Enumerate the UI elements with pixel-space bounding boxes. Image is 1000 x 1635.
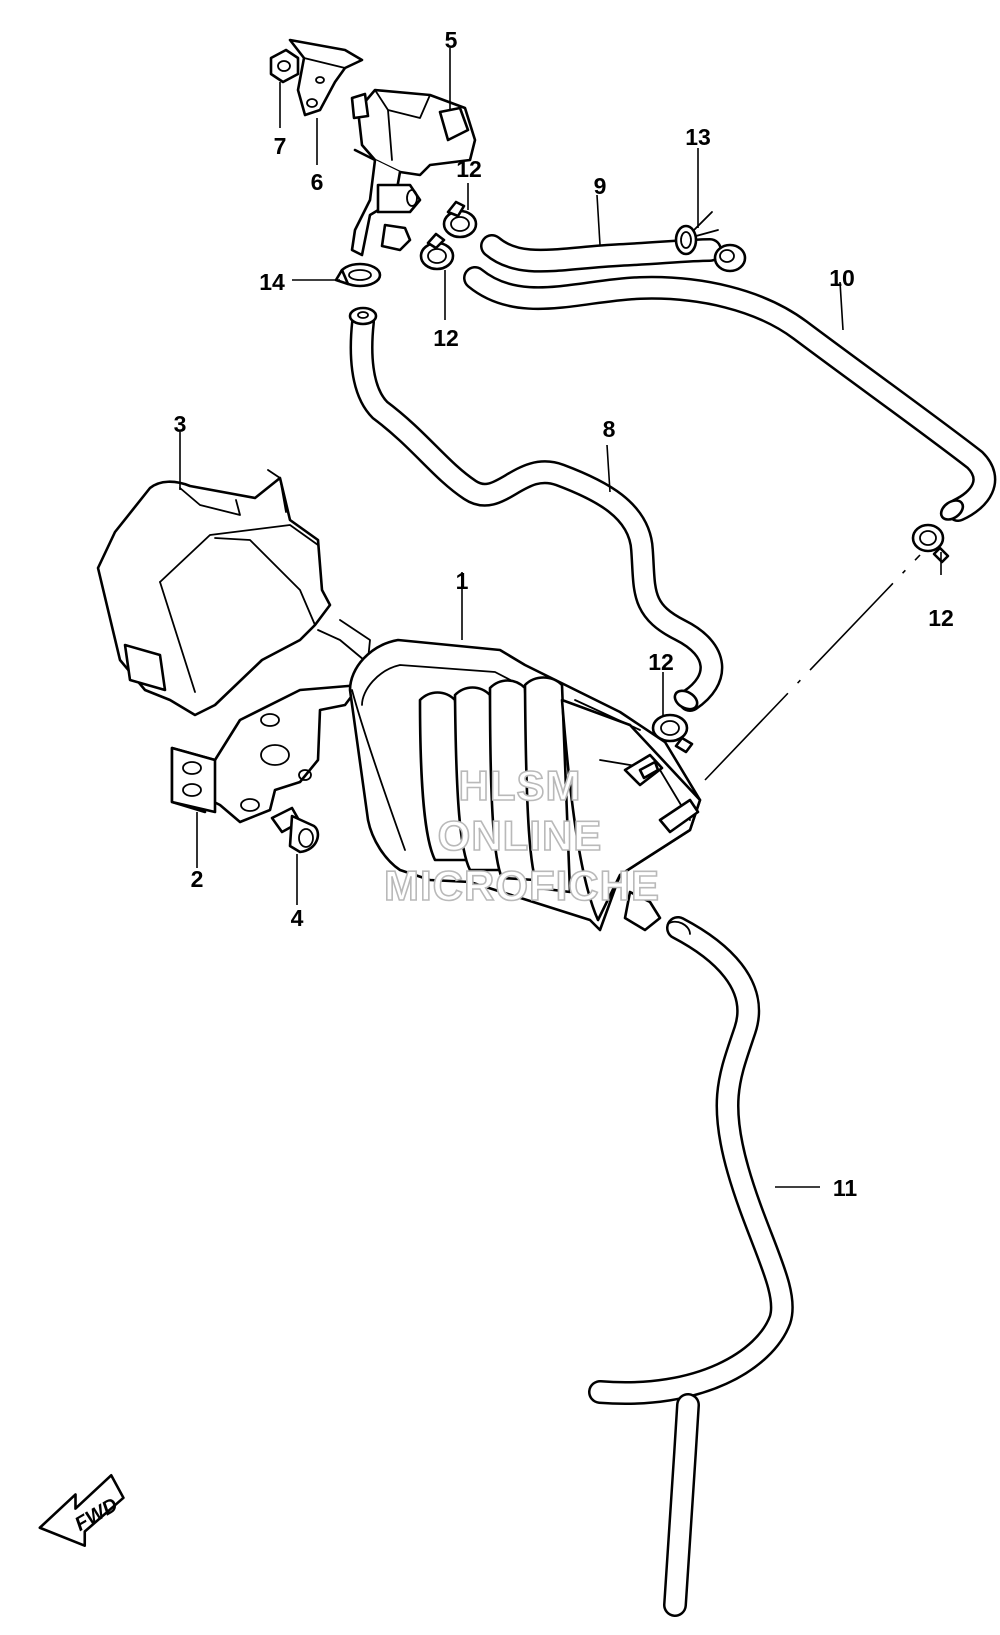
callout-12-right: 12 (928, 605, 954, 631)
canister-cover-3 (96, 469, 332, 717)
callout-12-upper: 12 (456, 156, 482, 182)
fwd-arrow-icon: FWD (38, 1474, 125, 1547)
hose-8 (348, 306, 724, 712)
watermark-line3: MICROFICHE (384, 862, 660, 909)
purge-valve-5 (350, 88, 477, 257)
callout-13: 13 (685, 124, 711, 150)
callout-9: 9 (594, 173, 607, 199)
callout-1: 1 (456, 568, 469, 594)
hose-10 (463, 266, 997, 522)
callout-14: 14 (259, 269, 285, 295)
hose-clamp-13 (674, 211, 719, 256)
callout-7: 7 (274, 133, 287, 159)
callout-2: 2 (191, 866, 204, 892)
callout-5: 5 (445, 27, 458, 53)
watermark-line2: ONLINE (438, 812, 603, 859)
hose-11 (588, 916, 794, 1617)
callout-10: 10 (829, 265, 855, 291)
leader-lines (179, 48, 942, 1188)
callout-labels: 5 6 7 12 12 14 9 13 10 8 3 1 12 12 2 4 1… (174, 27, 954, 1201)
hose-clamp-12-right (911, 523, 950, 564)
canister-1 (348, 638, 702, 932)
callout-12-lower: 12 (433, 325, 459, 351)
nut-7 (269, 48, 300, 84)
valve-bracket-6 (288, 38, 364, 117)
callout-3: 3 (174, 411, 187, 437)
callout-12-mid: 12 (648, 649, 674, 675)
hose-clamp-14 (334, 262, 382, 288)
hose-clamp-12-lower (419, 232, 455, 271)
hose-9 (480, 234, 747, 273)
callout-4: 4 (291, 905, 304, 931)
callout-6: 6 (311, 169, 324, 195)
hose-clamp-12-mid (651, 713, 694, 754)
callout-11: 11 (833, 1175, 858, 1201)
callout-8: 8 (603, 416, 616, 442)
watermark-line1: HLSM (459, 762, 582, 809)
bolt-4 (270, 806, 320, 854)
hose-clamp-12-upper (442, 200, 478, 239)
watermark: HLSM ONLINE MICROFICHE (383, 761, 660, 910)
